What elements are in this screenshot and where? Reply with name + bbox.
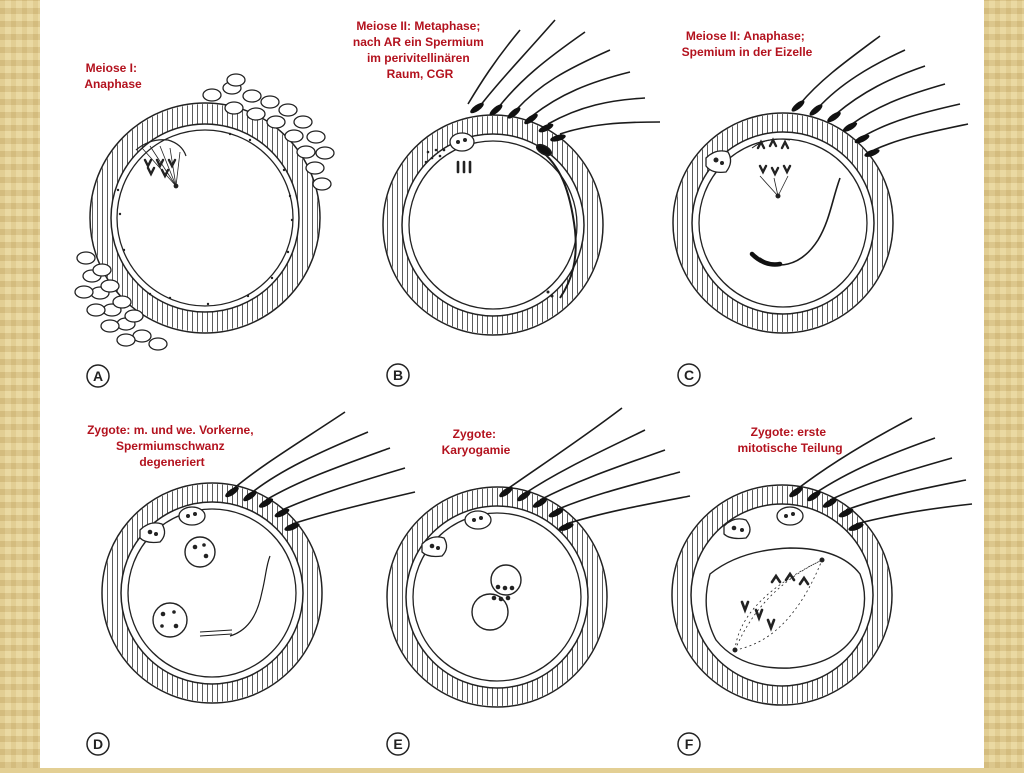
- incorporated-sperm-c: [749, 177, 841, 267]
- caption-line: Meiose II: Anaphase;: [686, 29, 805, 43]
- panel-letter: F: [685, 736, 694, 752]
- caption-line: Zygote: erste: [751, 425, 827, 439]
- sperm-cluster-c: [799, 35, 969, 151]
- polar-bodies-d: [139, 506, 206, 544]
- metaphase-plate-b: [456, 160, 472, 174]
- caption-line: Karyogamie: [442, 443, 511, 457]
- panel-d-caption: Zygote: m. und we. Vorkerne, Spermiumsch…: [87, 423, 257, 469]
- caption-line: Zygote: m. und we. Vorkerne,: [87, 423, 253, 437]
- caption-line: mitotische Teilung: [737, 441, 842, 455]
- panel-b-caption: Meiose II: Metaphase; nach AR ein Spermi…: [353, 19, 487, 81]
- cortical-granules-b: [424, 148, 554, 298]
- sperm-heads-b: [470, 102, 566, 142]
- zygote-d: [101, 482, 323, 704]
- oocyte-b: [382, 114, 604, 336]
- panel-letter: D: [93, 736, 103, 752]
- parchment-border-right: [984, 0, 1024, 768]
- panel-c: Meiose II: Anaphase; Spemium in der Eize…: [672, 29, 969, 387]
- panel-label-f: F: [677, 732, 701, 756]
- caption-line: degeneriert: [139, 455, 204, 469]
- panel-f: Zygote: erste mitotische Teilung: [671, 417, 973, 756]
- degenerating-tail-d: [199, 555, 271, 637]
- oocyte-a: [89, 102, 321, 334]
- caption-line: im perivitellinären: [367, 51, 470, 65]
- panel-a: Meiose I: Anaphase: [74, 61, 335, 388]
- polar-body-c: [705, 150, 732, 174]
- fertilization-diagram: Meiose I: Anaphase: [74, 19, 973, 756]
- sperm-heads-c: [791, 100, 880, 157]
- panel-label-d: D: [86, 732, 110, 756]
- sperm-cluster-b: [467, 19, 661, 135]
- anaphase-spindle-c: [751, 137, 792, 199]
- mitotic-spindle-f: [732, 557, 825, 653]
- panel-label-c: C: [677, 363, 701, 387]
- caption-line: Spemium in der Eizelle: [682, 45, 813, 59]
- sperm-heads-f: [789, 486, 864, 531]
- sperm-cluster-f: [795, 417, 973, 525]
- perivitelline-sperm-b: [535, 143, 577, 299]
- sperm-cluster-e: [505, 407, 691, 525]
- panel-e-caption: Zygote: Karyogamie: [442, 427, 511, 457]
- caption-line: Meiose II: Metaphase;: [356, 19, 480, 33]
- panel-letter: C: [684, 367, 694, 383]
- meiosis-spindle-a: [135, 139, 187, 189]
- caption-line: Spermiumschwanz: [116, 439, 225, 453]
- panel-c-caption: Meiose II: Anaphase; Spemium in der Eize…: [682, 29, 813, 59]
- sperm-heads-d: [225, 486, 300, 531]
- panel-a-caption: Meiose I: Anaphase: [84, 61, 142, 91]
- caption-line: Raum, CGR: [387, 67, 454, 81]
- panel-letter: B: [393, 367, 403, 383]
- diagram-slide: Meiose I: Anaphase: [40, 0, 984, 768]
- panel-label-e: E: [386, 732, 410, 756]
- polar-bodies-f: [723, 506, 804, 540]
- polar-body-b: [449, 132, 475, 152]
- pronuclei-d: [152, 536, 216, 638]
- sperm-cluster-d: [231, 411, 416, 525]
- cortical-granules-a: [116, 132, 294, 306]
- panel-label-a: A: [86, 364, 110, 388]
- panel-d: Zygote: m. und we. Vorkerne, Spermiumsch…: [86, 411, 416, 756]
- panel-letter: E: [393, 736, 402, 752]
- caption-line: Meiose I:: [86, 61, 137, 75]
- panel-e: Zygote: Karyogamie: [386, 407, 691, 756]
- caption-line: Anaphase: [84, 77, 142, 91]
- panel-letter: A: [93, 368, 103, 384]
- karyogamy-nuclei-e: [471, 564, 522, 631]
- cumulus-cells-top: [202, 73, 335, 191]
- sperm-heads-e: [499, 486, 574, 531]
- parchment-border-left: [0, 0, 40, 768]
- caption-line: Zygote:: [453, 427, 496, 441]
- panel-f-caption: Zygote: erste mitotische Teilung: [737, 425, 842, 455]
- panel-b: Meiose II: Metaphase; nach AR ein Spermi…: [353, 19, 661, 387]
- caption-line: nach AR ein Spermium: [353, 35, 484, 49]
- cumulus-cells-bottom: [74, 251, 168, 351]
- dividing-cell-f: [705, 547, 866, 669]
- polar-bodies-e: [421, 510, 492, 558]
- panel-label-b: B: [386, 363, 410, 387]
- oocyte-c: [672, 112, 894, 334]
